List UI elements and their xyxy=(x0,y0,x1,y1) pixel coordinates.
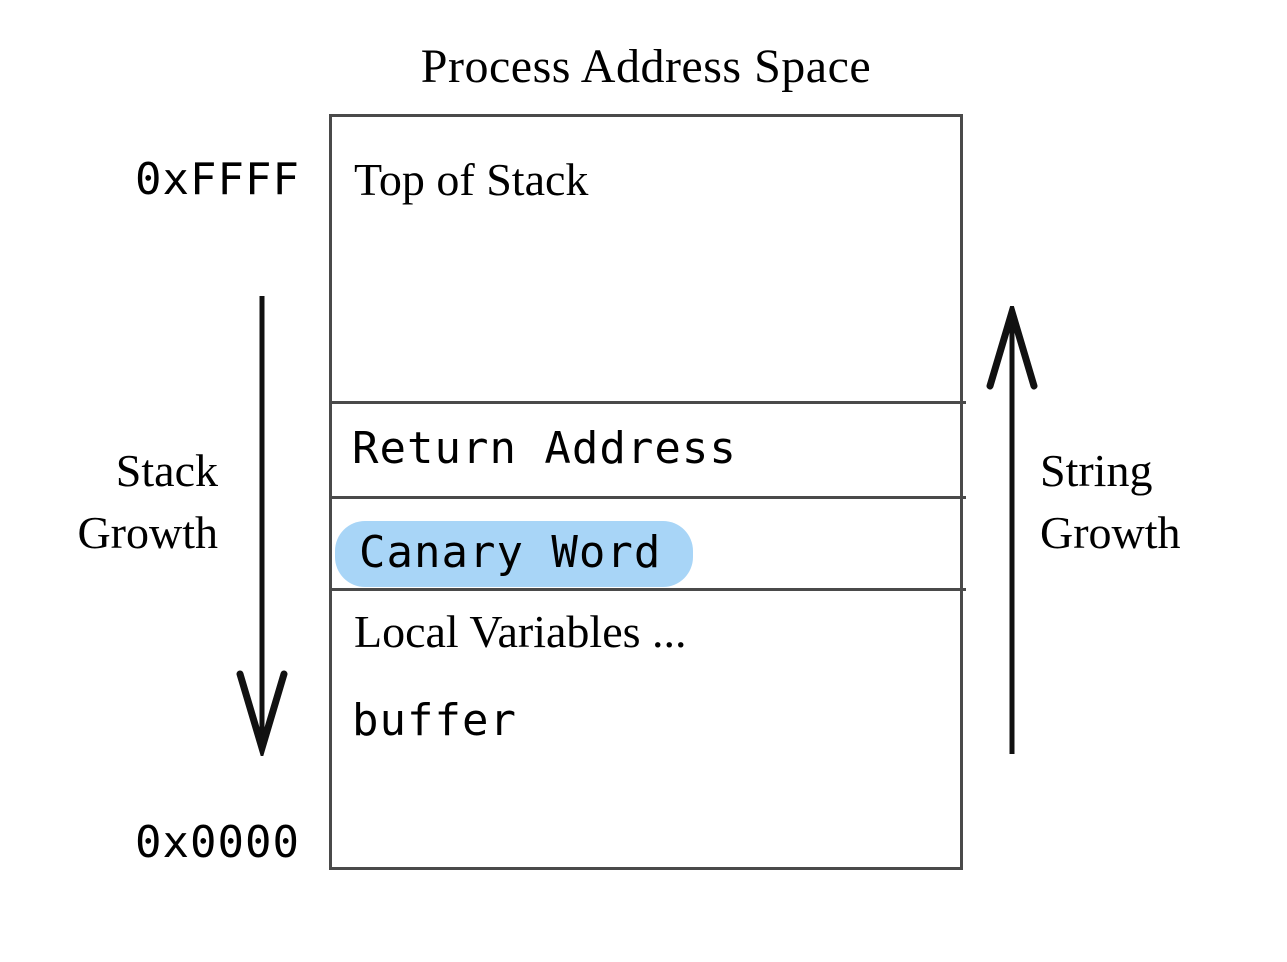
page-title: Process Address Space xyxy=(420,40,872,93)
stack-growth-caption: Stack Growth xyxy=(0,440,218,564)
divider-canary-word xyxy=(332,588,966,591)
stack-row-local-variables: Local Variables ... xyxy=(354,606,687,657)
canary-word-label: Canary Word xyxy=(359,527,662,578)
stack-row-top-of-stack: Top of Stack xyxy=(354,154,589,205)
canary-highlight-pill: Canary Word xyxy=(335,521,694,587)
divider-return-address xyxy=(332,496,966,499)
divider-top-of-stack xyxy=(332,401,966,404)
stack-row-buffer: buffer xyxy=(352,695,517,746)
up-arrow-icon xyxy=(986,306,1038,754)
low-address-label: 0x0000 xyxy=(135,817,300,868)
stack-row-return-address: Return Address xyxy=(352,423,737,474)
stack-box: Top of Stack Return Address Canary Word … xyxy=(329,114,966,870)
high-address-label: 0xFFFF xyxy=(135,154,300,205)
stack-growth-line2: Growth xyxy=(77,507,218,558)
string-growth-line1: String xyxy=(1040,445,1153,496)
down-arrow-icon xyxy=(236,296,288,756)
string-growth-line2: Growth xyxy=(1040,507,1181,558)
stack-row-canary-word: Canary Word xyxy=(335,521,694,587)
stack-growth-line1: Stack xyxy=(115,445,218,496)
string-growth-caption: String Growth xyxy=(1040,440,1280,564)
